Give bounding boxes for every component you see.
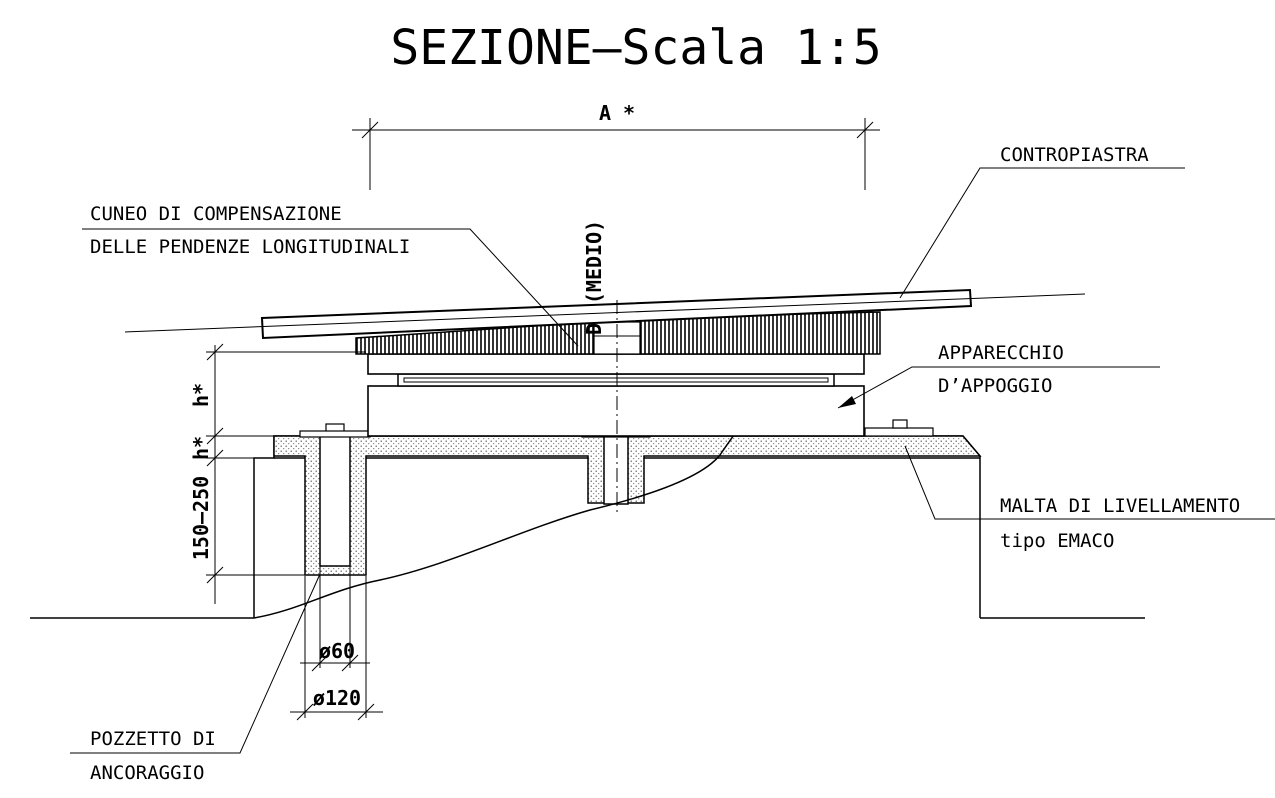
dimension-range-label: 150–250 — [189, 476, 213, 560]
dimension-h-star-2-label: h* — [189, 436, 213, 460]
leader-pozzetto: POZZETTO DI ANCORAGGIO — [70, 573, 321, 784]
dimension-a: A * — [352, 101, 880, 190]
label-apparecchio-line2: D’APPOGGIO — [938, 375, 1052, 397]
leader-cuneo: CUNEO DI COMPENSAZIONE DELLE PENDENZE LO… — [82, 203, 579, 347]
drawing-title: SEZIONE–Scala 1:5 — [390, 20, 881, 76]
anchor-right — [864, 419, 934, 437]
leader-apparecchio: APPARECCHIO D’APPOGGIO — [837, 342, 1160, 409]
label-cuneo-line2: DELLE PENDENZE LONGITUDINALI — [90, 236, 410, 258]
anchor-pocket-left — [299, 423, 371, 567]
dimension-phi60-label: ø60 — [319, 639, 355, 663]
label-malta-line2: tipo EMACO — [1000, 530, 1114, 552]
dimension-a-label: A * — [599, 101, 635, 125]
vertical-dimensions: h* h* 150–250 — [189, 343, 366, 604]
label-pozzetto-line1: POZZETTO DI — [90, 728, 216, 750]
label-pozzetto-line2: ANCORAGGIO — [90, 762, 204, 784]
label-malta-line1: MALTA DI LIVELLAMENTO — [1000, 495, 1240, 517]
dimension-medio-label: (MEDIO) — [582, 220, 606, 304]
dimension-phi120-label: ø120 — [313, 686, 361, 710]
dimension-h-star-label: h* — [189, 383, 213, 407]
label-cuneo-line1: CUNEO DI COMPENSAZIONE — [90, 203, 342, 225]
break-line — [253, 422, 743, 619]
label-apparecchio-line1: APPARECCHIO — [938, 342, 1064, 364]
label-contropiastra: CONTROPIASTRA — [1000, 144, 1149, 166]
dimension-d-label: D — [582, 323, 606, 335]
leader-contropiastra: CONTROPIASTRA — [899, 144, 1185, 299]
diameter-dimensions: ø60 ø120 — [290, 566, 383, 721]
bearing-device — [367, 353, 865, 437]
leader-malta: MALTA DI LIVELLAMENTO tipo EMACO — [904, 445, 1275, 552]
